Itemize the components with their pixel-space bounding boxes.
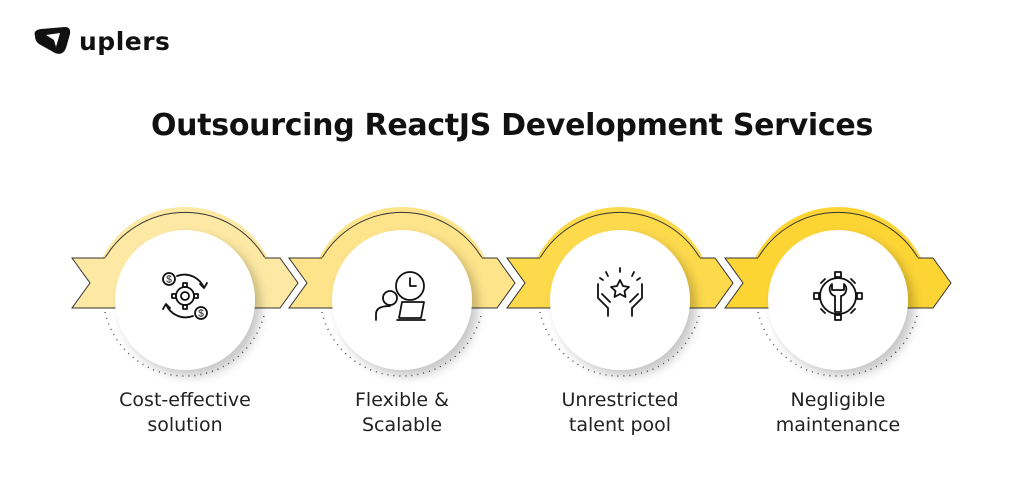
step-circle [550,230,690,370]
step-4 [724,207,952,377]
page-title: Outsourcing ReactJS Development Services [150,108,874,143]
step-circle [768,230,908,370]
brand-name: uplers [79,26,171,56]
hands-star-icon [597,267,643,317]
step-arch-outline [321,211,483,259]
step-circle [332,230,472,370]
step-arch-outline [757,211,919,259]
svg-text:$: $ [198,309,204,320]
step-1: $ $ [71,207,299,377]
step-label-2: Flexible &Scalable [355,389,449,436]
svg-text:$: $ [166,275,172,286]
step-2 [288,207,516,377]
uplers-logo-icon [34,27,71,54]
step-arch-outline [539,211,701,259]
person-clock-laptop-icon [375,271,426,321]
cost-gear-dollar-icon: $ $ [162,272,208,320]
gear-wrench-icon [813,271,863,321]
brand-logo: uplers [33,26,170,56]
step-arch-outline [104,211,266,259]
step-3 [506,207,734,377]
